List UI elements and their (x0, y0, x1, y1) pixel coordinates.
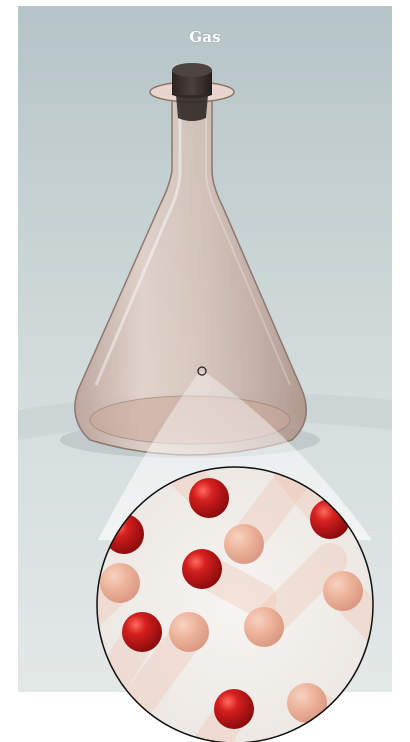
gas-molecule-faded (287, 683, 327, 723)
gas-molecule-faded (169, 612, 209, 652)
stopper-top (172, 63, 212, 77)
gas-molecule-faded (244, 607, 284, 647)
gas-molecule (189, 478, 229, 518)
gas-molecule (182, 549, 222, 589)
stopper-plug (176, 95, 208, 121)
gas-molecule (122, 612, 162, 652)
gas-molecule-faded (100, 563, 140, 603)
gas-molecule-faded (323, 571, 363, 611)
gas-molecule (214, 689, 254, 729)
diagram-title: Gas (0, 28, 410, 46)
gas-molecule-faded (224, 524, 264, 564)
